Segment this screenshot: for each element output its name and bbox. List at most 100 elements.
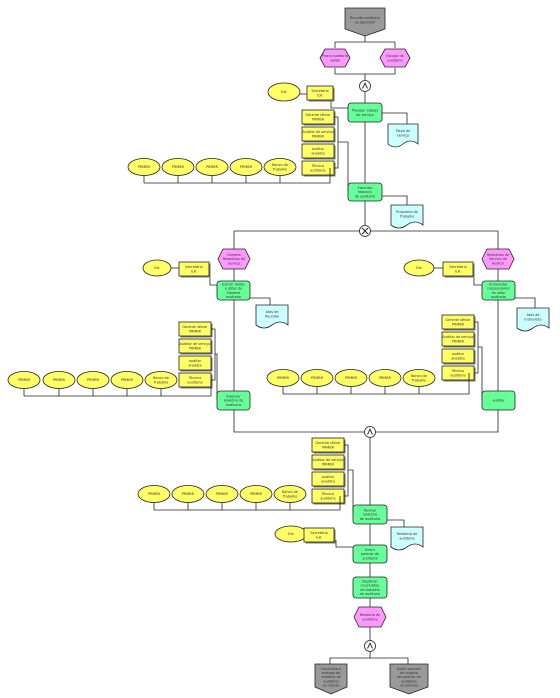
connector-line (382, 195, 408, 205)
label-line: Ext (416, 266, 422, 270)
label-line: Atas de (527, 313, 540, 317)
org-unit-ellipse (403, 259, 435, 277)
org-unit-ellipse-label: PRMBR (138, 165, 151, 169)
label-line: Relatório de (360, 613, 380, 617)
connector-line (250, 297, 271, 305)
connector-line (335, 540, 353, 548)
label-line: auditor (312, 147, 325, 151)
label-line: relatório (363, 513, 377, 517)
label-line: de auditoria (360, 517, 380, 521)
label-line: Gerente sênior (315, 441, 341, 445)
org-unit-ellipse-label: PRMBR (121, 378, 134, 382)
label-line: de auditoria (355, 194, 375, 198)
connector-line (382, 112, 408, 124)
connector-line (348, 469, 354, 514)
org-unit-ellipse-label: PRMBR (277, 376, 290, 380)
label-line: Secretário (310, 531, 327, 535)
label-line: conclusões (361, 584, 380, 588)
label-line: PRMBR (250, 492, 263, 496)
label-line: PRMBR (148, 492, 161, 496)
label-line: Técnico (321, 492, 334, 496)
connector-line (370, 657, 409, 664)
label-line: Ext (154, 266, 160, 270)
connector-line (209, 275, 217, 286)
label-line: Concluída a (321, 667, 341, 671)
label-line: auditoria (187, 380, 202, 384)
label-line: e obter de (225, 287, 243, 291)
role-box (441, 348, 475, 364)
label-line: de registro (400, 671, 418, 675)
label-line: auditoria (320, 496, 335, 500)
label-line: Serviço (228, 261, 241, 265)
label-line: PRMBR (121, 378, 134, 382)
connector-line (387, 519, 405, 527)
label-line: Atas de (266, 310, 279, 314)
function-box (481, 390, 516, 411)
label-line: relatório de (224, 399, 244, 403)
label-line: auditor (322, 475, 335, 479)
label-line: Banco de (411, 374, 427, 378)
label-line: PRMBR (189, 329, 202, 333)
label-line: PRMBR (452, 339, 465, 343)
label-line: no sistema (400, 684, 419, 688)
label-line: auditoria (226, 403, 241, 407)
label-line: Relatório de (397, 532, 417, 536)
org-unit-ellipse-label: PRMBR (172, 165, 185, 169)
org-unit-ellipse-label: Ext (154, 266, 160, 270)
connector-line (283, 373, 470, 395)
label-line: Secretário (185, 265, 202, 269)
connector-line (330, 101, 348, 109)
label-line: Plano de (396, 129, 411, 133)
label-line: Auditor de serviço (303, 130, 334, 134)
label-line: Relatórios de (487, 253, 509, 257)
label-line: Serviço de (489, 257, 507, 261)
function-box (216, 280, 251, 301)
label-line: Programa de (396, 210, 418, 214)
label-line: Técnico (188, 376, 201, 380)
label-line: Gerente sênior (305, 113, 331, 117)
label-line: auditoria (450, 373, 465, 377)
label-line: Secretário (449, 265, 466, 269)
connector-line (215, 353, 218, 400)
label-line: Ext (316, 535, 322, 539)
label-line: Auditor de serviço (313, 458, 344, 462)
role-box (311, 471, 345, 487)
label-line: Banco de (272, 163, 288, 167)
label-line: PRMBR (216, 492, 229, 496)
connector-line (478, 346, 483, 400)
label-line: etapa(s) (358, 190, 373, 194)
label-line: PRMBR (452, 322, 465, 326)
org-unit-ellipse-label: PRMBR (87, 378, 100, 382)
connector-line (334, 68, 396, 75)
label-line: Ext (288, 532, 294, 536)
label-line: Auditor (492, 261, 505, 265)
label-line: auditado (226, 295, 241, 299)
label-line: PRMBR (87, 378, 100, 382)
label-line: Técnico (311, 164, 324, 168)
label-line: de serviço (356, 113, 373, 117)
event-hexagon (353, 606, 387, 628)
label-line: Reunião (265, 314, 279, 318)
label-line: Auditor de serviço (443, 335, 474, 339)
org-unit-ellipse-label: Ext (281, 90, 287, 94)
connector-line (376, 410, 499, 433)
label-line: Emitir parecer (397, 667, 422, 671)
label-line: Trabalho (153, 380, 168, 384)
label-line: Executar (358, 186, 374, 190)
